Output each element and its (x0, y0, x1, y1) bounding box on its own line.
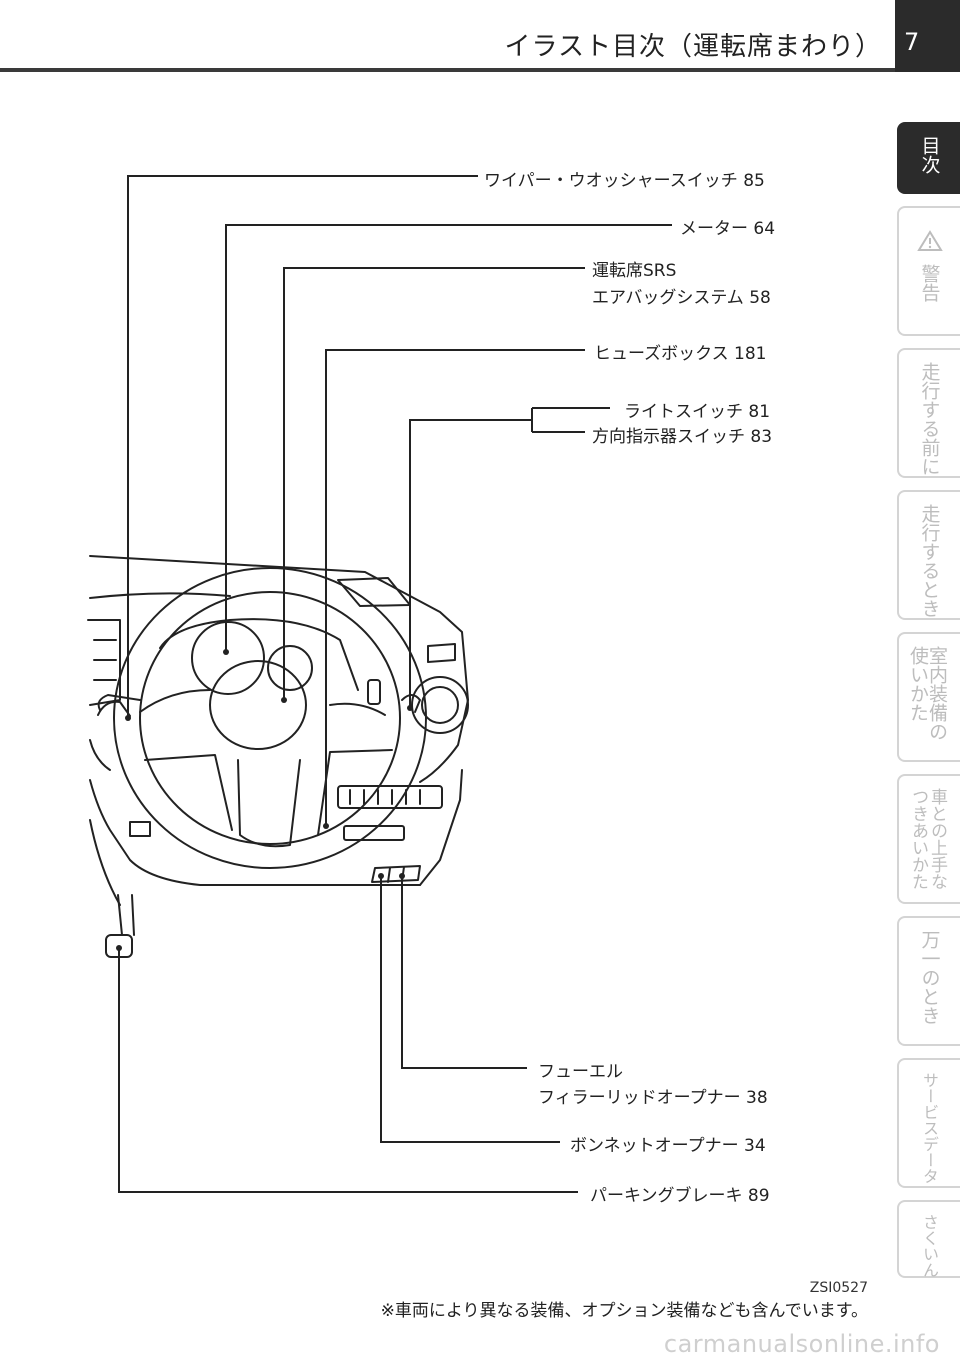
callout-fuel-lid-line1[interactable]: フューエル (538, 1062, 623, 1082)
meter-gauge (191, 621, 265, 695)
callout-fuel-lid-line2[interactable]: フィラーリッドオープナー 38 (538, 1088, 768, 1108)
tab-index[interactable]: さくいん (897, 1200, 960, 1278)
header-rule (0, 68, 895, 72)
dashboard-top-line (89, 555, 469, 783)
tab-emergency-label: 万一のとき (918, 930, 941, 1025)
left-air-vent (87, 619, 121, 706)
callout-turn-signal-switch[interactable]: 方向指示器スイッチ 83 (592, 427, 773, 447)
switch-panel (337, 785, 443, 809)
airbag-hub (209, 660, 307, 750)
tab-warning-label: 警告 (918, 264, 941, 302)
tab-emergency[interactable]: 万一のとき (897, 916, 960, 1046)
leader-bonnet (380, 876, 560, 1143)
tab-interior-label-col2: 使いかた (907, 646, 929, 722)
tab-contents-label: 目次 (918, 136, 941, 174)
tab-before-driving[interactable]: 走行する前に (897, 348, 960, 478)
callout-meter[interactable]: メーター 64 (680, 219, 776, 239)
tab-service-data[interactable]: サービスデータ (897, 1058, 960, 1188)
tab-service-data-label: サービスデータ (920, 1072, 939, 1184)
tab-car-care-label-col2: つきあいかた (908, 788, 928, 890)
callout-light-switch[interactable]: ライトスイッチ 81 (624, 402, 771, 422)
leader-wiper (127, 175, 478, 718)
leader-srs (283, 267, 585, 700)
leader-meter (225, 224, 672, 652)
image-code: ZSI0527 (809, 1280, 868, 1296)
center-vent (337, 577, 411, 607)
callout-parking-brake[interactable]: パーキングブレーキ 89 (590, 1186, 770, 1206)
tab-car-care[interactable]: 車との上手な つきあいかた (897, 774, 960, 904)
tab-before-driving-label: 走行する前に (918, 362, 941, 476)
steering-wheel-rim (113, 567, 427, 869)
callout-srs-airbag-line2[interactable]: エアバッグシステム 58 (592, 288, 771, 308)
leader-fuse (325, 349, 585, 826)
tab-interior-label-col1: 室内装備の (926, 646, 948, 741)
warning-triangle-icon (916, 230, 943, 251)
callout-bonnet-opener[interactable]: ボンネットオープナー 34 (570, 1136, 766, 1156)
footnote: ※車両により異なる装備、オプション装備なども含んでいます。 (380, 1301, 868, 1321)
callout-wiper-switch[interactable]: ワイパー・ウオッシャースイッチ 85 (484, 171, 765, 191)
leader-fuel (401, 876, 527, 1069)
tab-warning[interactable]: 警告 (897, 206, 960, 336)
leader-parking (118, 948, 578, 1193)
page-number: 7 (904, 28, 920, 56)
lever-cluster (371, 865, 421, 883)
tab-while-driving-label: 走行するとき (918, 504, 941, 618)
tab-index-label: さくいん (920, 1214, 939, 1278)
tab-while-driving[interactable]: 走行するとき (897, 490, 960, 620)
watermark: carmanualsonline.info (663, 1330, 940, 1358)
page-title: イラスト目次（運転席まわり） (504, 32, 882, 62)
callout-srs-airbag-line1[interactable]: 運転席SRS (592, 261, 677, 281)
callout-fuse-box[interactable]: ヒューズボックス 181 (594, 344, 767, 364)
tab-contents[interactable]: 目次 (897, 122, 960, 194)
page-number-tab: 7 (895, 0, 960, 72)
tab-interior[interactable]: 室内装備の 使いかた (897, 632, 960, 762)
tab-car-care-label-col1: 車との上手な (927, 788, 947, 890)
leader-light-turn (409, 419, 532, 708)
